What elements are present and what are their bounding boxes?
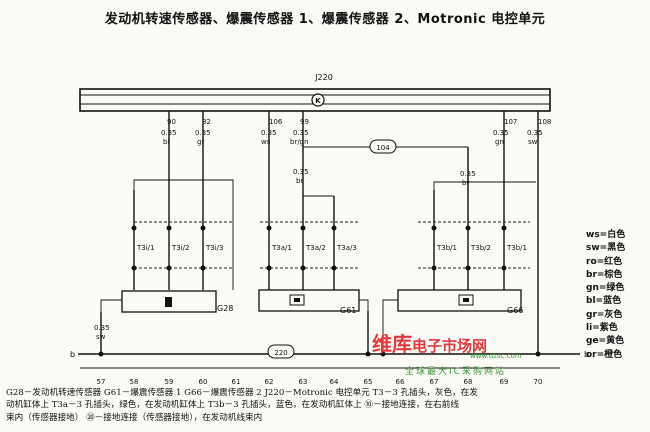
svg-text:bl: bl (163, 138, 169, 146)
legend-item: ge=黄色 (586, 336, 625, 347)
svg-text:gn: gn (495, 138, 504, 146)
svg-text:ws: ws (261, 138, 271, 146)
svg-text:104: 104 (376, 144, 390, 152)
svg-text:70: 70 (534, 378, 543, 386)
svg-text:0.35: 0.35 (527, 129, 543, 137)
watermark-slogan: 全球最大IC采购网站 (405, 367, 506, 377)
k-symbol-icon (311, 93, 325, 107)
pin-107: 107 (504, 118, 517, 126)
svg-text:67: 67 (430, 378, 439, 386)
legend-item: br=棕色 (586, 269, 623, 280)
svg-text:0.35: 0.35 (94, 324, 110, 332)
svg-text:58: 58 (130, 378, 139, 386)
svg-text:57: 57 (97, 378, 106, 386)
svg-text:T3a/1: T3a/1 (271, 244, 292, 252)
legend-item: ro=红色 (586, 256, 623, 267)
svg-text:br: br (462, 179, 469, 187)
diagram-title: 发动机转速传感器、爆震传感器 1、爆震传感器 2、Motronic 电控单元 (104, 12, 546, 27)
svg-text:b: b (584, 350, 589, 359)
pin-90: 90 (167, 118, 176, 126)
svg-text:69: 69 (500, 378, 509, 386)
svg-text:T3i/1: T3i/1 (136, 244, 155, 252)
svg-text:br/gn: br/gn (290, 138, 309, 146)
legend-item: li=紫色 (586, 323, 618, 334)
ref-104 (369, 139, 397, 154)
svg-text:68: 68 (464, 378, 473, 386)
svg-text:T3b/2: T3b/2 (470, 244, 491, 252)
sensor-group-g61: T3a/1 T3a/2 T3a/3 G61 (258, 111, 369, 354)
svg-text:59: 59 (165, 378, 174, 386)
svg-text:61: 61 (232, 378, 241, 386)
svg-text:sw: sw (96, 333, 106, 341)
ref-220 (267, 344, 295, 359)
pin-82: 82 (202, 118, 211, 126)
svg-text:T3a/2: T3a/2 (305, 244, 326, 252)
legend-item: gr=灰色 (586, 309, 623, 320)
caption-line: 束内（传感器接地） ⑳－接地连接（传感器接地），在发动机线束内 (6, 412, 263, 423)
svg-text:220: 220 (274, 349, 287, 357)
svg-text:62: 62 (265, 378, 274, 386)
sensor-g66 (397, 289, 522, 312)
svg-text:br: br (296, 177, 303, 185)
caption-line: G28－发动机转速传感器 G61－爆震传感器 1 G66－爆震传感器 2 J22… (6, 388, 478, 398)
color-legend: ws=白色 sw=黑色 ro=红色 br=棕色 gn=绿色 bl=蓝色 gr=灰… (586, 229, 625, 362)
sensor-group-g28: T3i/1 T3i/2 T3i/3 G28 0.35 sw (94, 111, 234, 354)
watermark-url: www.dzsc.com (470, 352, 522, 360)
svg-text:T3i/2: T3i/2 (171, 244, 190, 252)
svg-text:sw: sw (528, 138, 538, 146)
svg-text:T3b/1: T3b/1 (506, 244, 527, 252)
svg-text:G66: G66 (507, 306, 523, 315)
svg-text:T3b/1: T3b/1 (436, 244, 457, 252)
unit-label: J220 (314, 73, 333, 82)
watermark-brand-a: 维库 (372, 332, 412, 356)
svg-text:60: 60 (199, 378, 208, 386)
figure-caption: G28－发动机转速传感器 G61－爆震传感器 1 G66－爆震传感器 2 J22… (6, 387, 646, 424)
watermark-brand-b: 电子市场网 (412, 337, 488, 355)
pin-108: 108 (538, 118, 551, 126)
svg-text:T3i/3: T3i/3 (205, 244, 224, 252)
svg-text:G28: G28 (217, 304, 233, 313)
svg-text:0.35: 0.35 (293, 168, 309, 176)
svg-text:b: b (70, 350, 75, 359)
legend-item: bl=蓝色 (586, 296, 622, 307)
sensor-group-g66: T3b/1 T3b/2 T3b/1 G66 (382, 111, 539, 354)
svg-text:66: 66 (396, 378, 405, 386)
watermark-logo: 维库电子市场网 (372, 328, 487, 357)
pin-106: 106 (269, 118, 283, 126)
svg-text:T3a/3: T3a/3 (336, 244, 357, 252)
svg-text:gr: gr (197, 138, 204, 146)
sensor-g61 (258, 289, 360, 312)
svg-text:0.35: 0.35 (493, 129, 509, 137)
svg-text:64: 64 (330, 378, 339, 386)
svg-text:K: K (315, 97, 321, 105)
pin-99: 99 (300, 118, 309, 126)
svg-text:63: 63 (299, 378, 308, 386)
sensor-g28 (121, 290, 217, 313)
caption-line: 动机缸体上 T3a－3 孔插头，绿色，在发动机缸体上 T3b－3 孔插头，蓝色，… (6, 400, 459, 411)
legend-item: ws=白色 (586, 230, 626, 240)
legend-item: or=橙色 (586, 349, 623, 360)
legend-item: sw=黑色 (586, 243, 626, 254)
column-numbers: 57 58 59 60 61 62 63 64 65 66 67 68 69 7… (97, 378, 543, 386)
svg-text:G61: G61 (340, 306, 356, 315)
svg-text:65: 65 (364, 378, 373, 386)
svg-text:0.35: 0.35 (293, 129, 309, 137)
legend-item: gn=绿色 (586, 283, 625, 294)
